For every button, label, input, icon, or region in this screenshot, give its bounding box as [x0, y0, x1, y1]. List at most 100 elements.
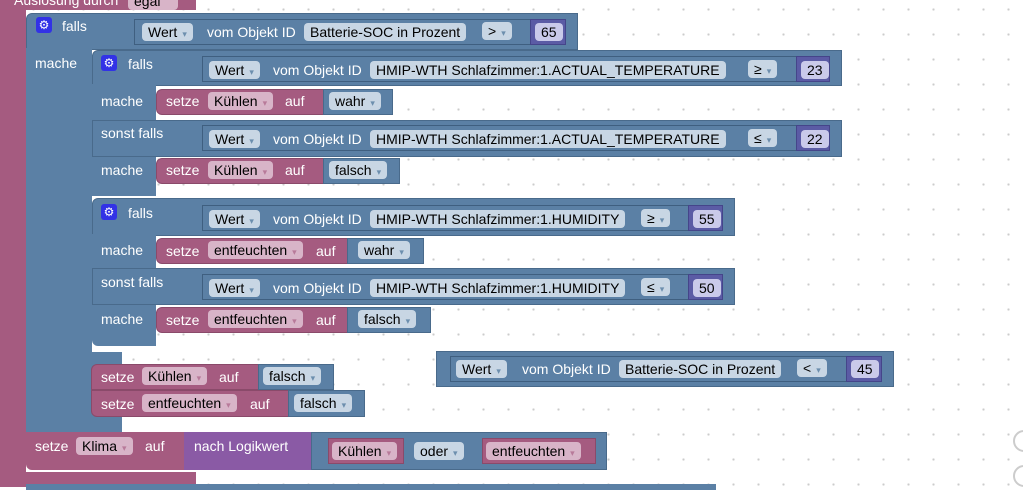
number-field[interactable]: 65 [535, 23, 563, 41]
trigger-block[interactable] [0, 0, 196, 10]
chevron-down-icon: ▾ [262, 167, 268, 177]
setze-label: setze [166, 93, 200, 109]
hum-if-sonst-falls: sonst falls [101, 274, 164, 290]
auf-label: auf [285, 162, 305, 178]
chevron-down-icon: ▾ [376, 167, 382, 177]
trigger-block-spine [0, 8, 26, 486]
setze-label: setze [166, 243, 200, 259]
chevron-down-icon: ▾ [501, 28, 506, 38]
variable-dropdown[interactable]: entfeuchten▾ [208, 241, 303, 259]
vom-objekt-label: vom Objekt ID [273, 280, 362, 296]
setze-label: setze [101, 396, 135, 412]
object-id-field[interactable]: HMIP-WTH Schlafzimmer:1.ACTUAL_TEMPERATU… [370, 130, 726, 148]
value-dropdown[interactable]: Wert▾ [209, 61, 260, 79]
hum-if-falls: falls [128, 205, 153, 221]
to-bool-label: nach Logikwert [194, 438, 289, 454]
temp-if-falls: falls [128, 56, 153, 72]
chevron-down-icon: ▾ [816, 365, 821, 375]
gear-icon[interactable]: ⚙ [101, 55, 117, 71]
to-bool-block[interactable] [184, 432, 312, 470]
chevron-down-icon: ▾ [370, 98, 375, 108]
operator-dropdown[interactable]: >▾ [482, 22, 512, 40]
chevron-down-icon: ▾ [496, 366, 501, 376]
setze-label: setze [35, 438, 69, 454]
chevron-down-icon: ▾ [341, 400, 347, 410]
vom-objekt-label: vom Objekt ID [207, 24, 296, 40]
logic-operator-dropdown[interactable]: oder▾ [414, 442, 464, 460]
chevron-down-icon: ▾ [399, 247, 404, 257]
chevron-down-icon: ▾ [262, 98, 268, 108]
number-field[interactable]: 22 [801, 130, 829, 148]
object-id-field[interactable]: Batterie-SOC in Prozent [304, 23, 467, 41]
chevron-down-icon: ▾ [249, 285, 254, 295]
operator-dropdown[interactable]: ≤▾ [748, 129, 778, 147]
gear-icon[interactable]: ⚙ [101, 204, 117, 220]
operator-dropdown[interactable]: ≥▾ [641, 209, 671, 227]
chevron-down-icon: ▾ [196, 373, 202, 383]
number-field[interactable]: 23 [801, 61, 829, 79]
variable-dropdown[interactable]: Klima▾ [76, 437, 133, 455]
bool-dropdown[interactable]: falsch▾ [294, 394, 353, 412]
chevron-down-icon: ▾ [659, 284, 665, 294]
temp-if-mache2: mache [101, 162, 144, 178]
value-dropdown[interactable]: Wert▾ [456, 360, 507, 378]
chevron-down-icon: ▾ [570, 448, 575, 458]
operator-dropdown[interactable]: ≥▾ [748, 60, 778, 78]
outer-if-mache: mache [35, 55, 78, 71]
bool-dropdown[interactable]: wahr▾ [329, 92, 381, 110]
bool-dropdown[interactable]: falsch▾ [358, 310, 417, 328]
temp-if-sonst-falls: sonst falls [101, 125, 164, 141]
auf-label: auf [316, 243, 336, 259]
number-field[interactable]: 50 [693, 279, 721, 297]
operator-dropdown[interactable]: ≤▾ [641, 278, 671, 296]
zoom-out-button[interactable] [1013, 465, 1023, 487]
object-id-field[interactable]: HMIP-WTH Schlafzimmer:1.HUMIDITY [370, 210, 626, 228]
trigger-block-bottom [0, 472, 196, 487]
operator-dropdown[interactable]: <▾ [797, 359, 827, 377]
variable-dropdown[interactable]: entfeuchten▾ [208, 310, 303, 328]
chevron-down-icon: ▾ [249, 136, 254, 146]
auf-label: auf [145, 438, 165, 454]
object-id-field[interactable]: HMIP-WTH Schlafzimmer:1.ACTUAL_TEMPERATU… [370, 61, 726, 79]
object-id-field[interactable]: Batterie-SOC in Prozent [619, 360, 782, 378]
zoom-in-button[interactable] [1013, 430, 1023, 452]
value-dropdown[interactable]: Wert▾ [142, 23, 193, 41]
outer-if-falls: falls [62, 18, 87, 34]
chevron-down-icon: ▾ [122, 443, 127, 453]
variable-dropdown[interactable]: entfeuchten▾ [142, 394, 237, 412]
variable-dropdown[interactable]: Kühlen▾ [208, 161, 274, 179]
vom-objekt-label: vom Objekt ID [273, 211, 362, 227]
next-block-edge [26, 484, 716, 490]
chevron-down-icon: ▾ [249, 216, 254, 226]
chevron-down-icon: ▾ [249, 67, 254, 77]
setze-label: setze [166, 162, 200, 178]
vom-objekt-label: vom Objekt ID [273, 62, 362, 78]
chevron-down-icon: ▾ [226, 400, 231, 410]
number-field[interactable]: 45 [851, 360, 879, 378]
chevron-down-icon: ▾ [386, 448, 392, 458]
value-dropdown[interactable]: Wert▾ [209, 279, 260, 297]
chevron-down-icon: ▾ [453, 448, 458, 458]
setze-label: setze [166, 312, 200, 328]
bool-dropdown[interactable]: falsch▾ [329, 161, 388, 179]
chevron-down-icon: ▾ [766, 135, 772, 145]
setze-label: setze [101, 369, 135, 385]
bool-dropdown[interactable]: falsch▾ [263, 367, 322, 385]
object-id-field[interactable]: HMIP-WTH Schlafzimmer:1.HUMIDITY [370, 279, 626, 297]
variable-dropdown[interactable]: entfeuchten▾ [486, 442, 581, 460]
value-dropdown[interactable]: Wert▾ [209, 130, 260, 148]
bool-dropdown[interactable]: wahr▾ [358, 241, 410, 259]
variable-dropdown[interactable]: Kühlen▾ [332, 442, 398, 460]
trigger-dropdown[interactable]: egal [128, 0, 178, 10]
chevron-down-icon: ▾ [659, 215, 665, 225]
value-dropdown[interactable]: Wert▾ [209, 210, 260, 228]
variable-dropdown[interactable]: Kühlen▾ [208, 92, 274, 110]
chevron-down-icon: ▾ [292, 316, 297, 326]
trigger-label: Auslösung durch [14, 0, 119, 8]
gear-icon[interactable]: ⚙ [36, 17, 52, 33]
number-field[interactable]: 55 [693, 210, 721, 228]
variable-dropdown[interactable]: Kühlen▾ [142, 367, 208, 385]
chevron-down-icon: ▾ [292, 247, 297, 257]
vom-objekt-label: vom Objekt ID [522, 361, 611, 377]
chevron-down-icon: ▾ [766, 66, 772, 76]
